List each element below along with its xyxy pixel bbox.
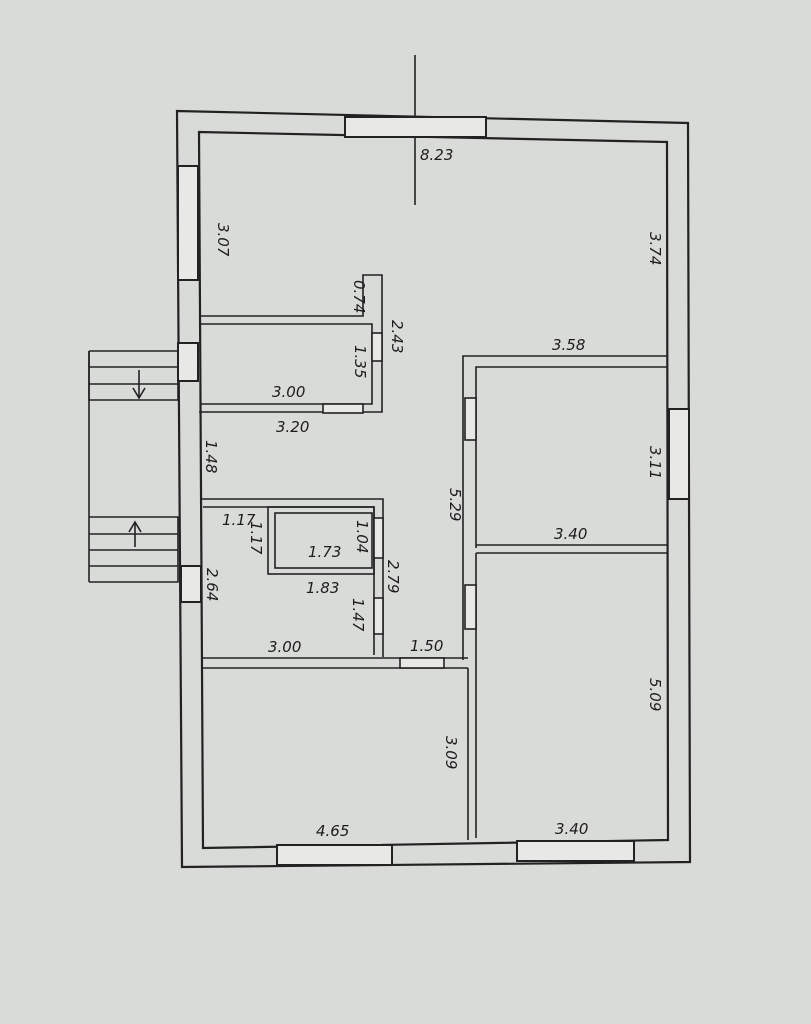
dim-bath-wall-run: 2.79 [384, 560, 402, 593]
dim-small-room-length-outer: 3.20 [276, 418, 309, 436]
dim-corridor-door: 1.50 [410, 637, 443, 655]
dim-east-upper-bottom: 3.40 [554, 525, 587, 543]
dim-overall-width: 8.23 [420, 146, 453, 164]
entrance-stairs [88, 350, 179, 583]
dim-small-room-wall: 2.43 [388, 320, 406, 353]
dim-sw-room-width: 4.65 [316, 822, 349, 840]
dim-bath-w1: 1.17 [222, 511, 256, 529]
window-west-low [180, 565, 202, 603]
interior-walls [199, 274, 667, 840]
dim-bath-lower-depth: 1.47 [349, 598, 367, 632]
dim-sw-room-height: 3.09 [442, 736, 460, 769]
dim-bath-inner-len: 1.73 [308, 543, 341, 561]
dim-bath-depth: 1.04 [353, 520, 371, 553]
window-west-top [177, 165, 199, 281]
dimension-labels: 8.23 3.07 3.74 0.74 2.43 1.35 3.00 3.20 … [202, 146, 664, 840]
window-south-right [516, 840, 635, 862]
dim-north-left: 3.07 [214, 223, 232, 257]
dim-hall-middle: 5.29 [446, 488, 464, 521]
dim-hall-left: 1.48 [202, 440, 220, 473]
dim-west-lower-height: 2.64 [203, 568, 221, 601]
dim-north-right: 3.74 [646, 232, 664, 265]
dim-east-upper-top: 3.58 [552, 336, 585, 354]
window-west-mid [177, 342, 199, 382]
dim-small-room-length: 3.00 [272, 383, 305, 401]
window-east [668, 408, 690, 500]
exterior-walls [175, 109, 692, 869]
dim-partition-stub: 0.74 [350, 280, 368, 313]
dim-west-lower-width: 3.00 [268, 638, 301, 656]
dim-se-room-width: 3.40 [555, 820, 588, 838]
window-south-left [276, 844, 393, 866]
dim-bath-outer-len: 1.83 [306, 579, 339, 597]
dim-se-room-height: 5.09 [646, 678, 664, 711]
dim-east-upper-height: 3.11 [646, 446, 664, 479]
window-north [344, 116, 487, 138]
dim-bath-w2: 1.17 [247, 521, 265, 555]
windows [177, 116, 690, 866]
dim-small-room-depth: 1.35 [351, 345, 369, 378]
